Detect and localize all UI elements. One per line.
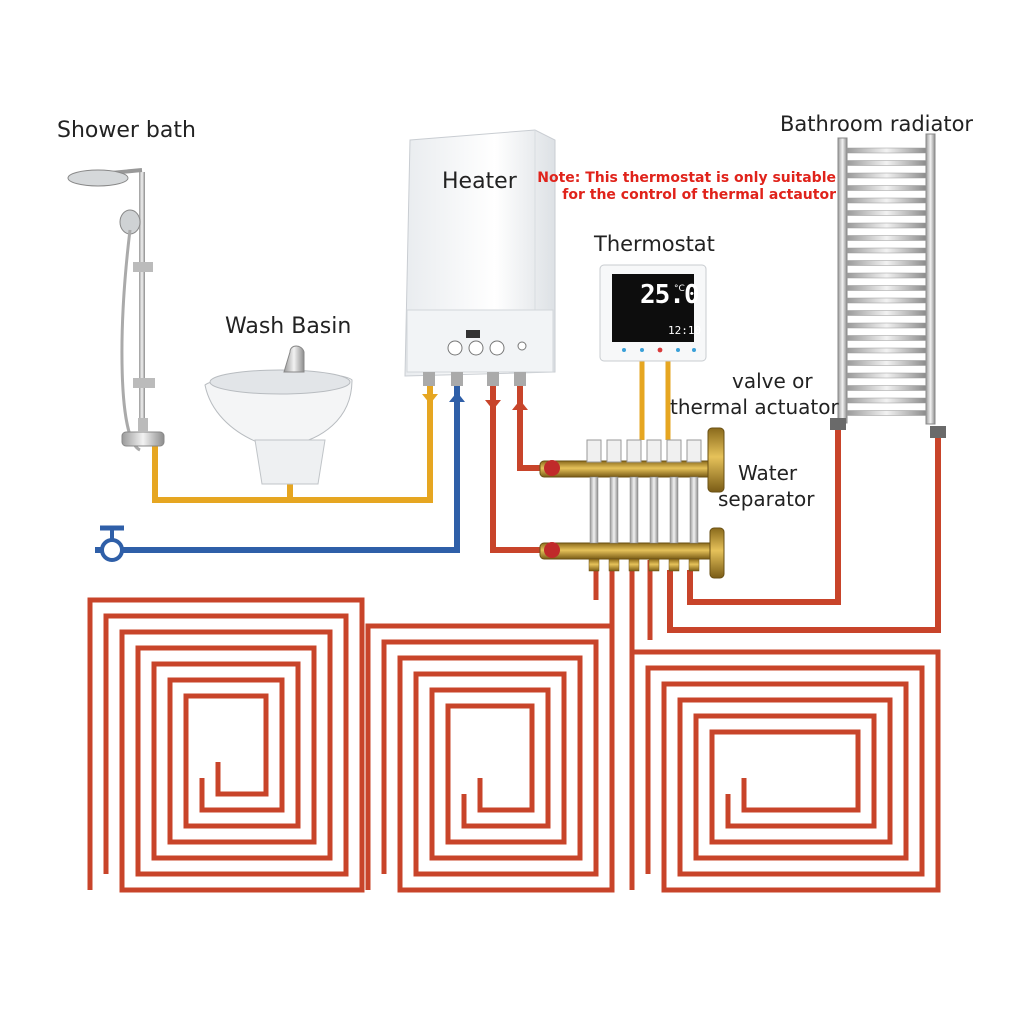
floor-pipe-coil — [365, 623, 615, 893]
flow-meter — [589, 476, 599, 544]
valve-label-line-2: thermal actuator — [670, 395, 839, 419]
heating-supply-pipe — [517, 372, 545, 471]
thermostat-temperature: 25.0 — [640, 280, 700, 310]
floor-loop-2 — [365, 623, 615, 893]
radiator-bar — [846, 360, 927, 366]
thermostat-note: Note: This thermostat is only suitable f… — [537, 170, 836, 204]
radiator-bar — [846, 310, 927, 316]
shower-illustration — [67, 168, 165, 452]
arrow-up-icon — [449, 392, 465, 402]
outlet-port — [648, 558, 660, 572]
pipe-network — [95, 360, 941, 633]
radiator-bar — [846, 335, 927, 341]
cold-water-pipe — [95, 372, 460, 553]
thermostat-unit: °C — [674, 284, 685, 294]
flow-arrows — [422, 380, 528, 410]
radiator-bar — [846, 185, 927, 191]
separator-label-line-1: Water — [738, 461, 798, 485]
floor-pipe-coil — [381, 639, 599, 877]
thermostat-device — [599, 264, 707, 362]
radiator-bar — [846, 285, 927, 291]
radiator-bar — [846, 322, 927, 329]
radiator-valves — [830, 418, 946, 438]
thermal-actuator — [666, 439, 682, 463]
wash-basin-illustration — [204, 345, 353, 485]
shower-bath-label: Shower bath — [57, 118, 196, 143]
radiator-bar — [846, 297, 927, 304]
thermal-actuator — [606, 439, 622, 463]
radiator-bar — [846, 160, 927, 166]
note-line-2: for the control of thermal actautor — [562, 187, 836, 203]
outlet-port — [668, 558, 680, 572]
thermal-actuator — [626, 439, 642, 463]
flow-meter — [629, 476, 639, 544]
floor-loop-3 — [629, 649, 941, 893]
radiator-bar — [846, 347, 927, 354]
radiator-bar — [846, 260, 927, 266]
thermal-actuator — [646, 439, 662, 463]
floor-heating-loops — [87, 560, 941, 893]
outlet-port — [688, 558, 700, 572]
radiator-bar — [846, 222, 927, 229]
cold-water-tap — [100, 525, 124, 562]
radiator-return-pipe — [667, 433, 941, 633]
floor-pipe-coil — [645, 665, 925, 877]
radiator-bar — [846, 210, 927, 216]
note-line-1: Note: This thermostat is only suitable — [537, 170, 836, 186]
radiator-bar — [846, 197, 927, 204]
bathroom-radiator-label: Bathroom radiator — [780, 112, 974, 136]
arrow-up-icon — [512, 400, 528, 410]
outlet-port — [588, 558, 600, 572]
radiator-supply-pipe — [687, 425, 841, 605]
flow-meter — [669, 476, 679, 544]
heater-label: Heater — [442, 169, 517, 194]
valve-label-line-1: valve or — [732, 369, 813, 393]
thermal-actuator — [586, 439, 602, 463]
radiator-bar — [846, 272, 927, 279]
arrow-down-icon — [485, 400, 501, 410]
wash-basin-label: Wash Basin — [225, 314, 352, 339]
thermal-actuator — [686, 439, 702, 463]
radiator-bar — [846, 235, 927, 241]
outlet-port — [628, 558, 640, 572]
bathroom-radiator — [837, 133, 936, 425]
floor-loop-1 — [87, 597, 365, 893]
heater-boiler — [404, 129, 556, 386]
arrow-down-icon — [422, 394, 438, 404]
flow-meter — [609, 476, 619, 544]
separator-label-line-2: separator — [718, 487, 815, 511]
radiator-bar — [846, 410, 927, 416]
outlet-port — [608, 558, 620, 572]
radiator-bar — [846, 147, 927, 154]
floor-pipe-coil — [629, 649, 941, 893]
flow-meter — [689, 476, 699, 544]
radiator-bar — [846, 247, 927, 254]
radiator-bar — [846, 372, 927, 379]
flow-meter — [649, 476, 659, 544]
thermostat-label: Thermostat — [594, 232, 715, 256]
radiator-bar — [846, 385, 927, 391]
radiator-bar — [846, 172, 927, 179]
heating-return-pipe — [490, 372, 545, 553]
floor-pipe-coil — [103, 613, 349, 877]
thermostat-time: 12:10 — [668, 324, 702, 337]
water-separator-manifold — [539, 427, 725, 579]
shower-head-icon — [67, 169, 129, 187]
radiator-bar — [846, 397, 927, 404]
floor-pipe-coil — [87, 597, 365, 893]
